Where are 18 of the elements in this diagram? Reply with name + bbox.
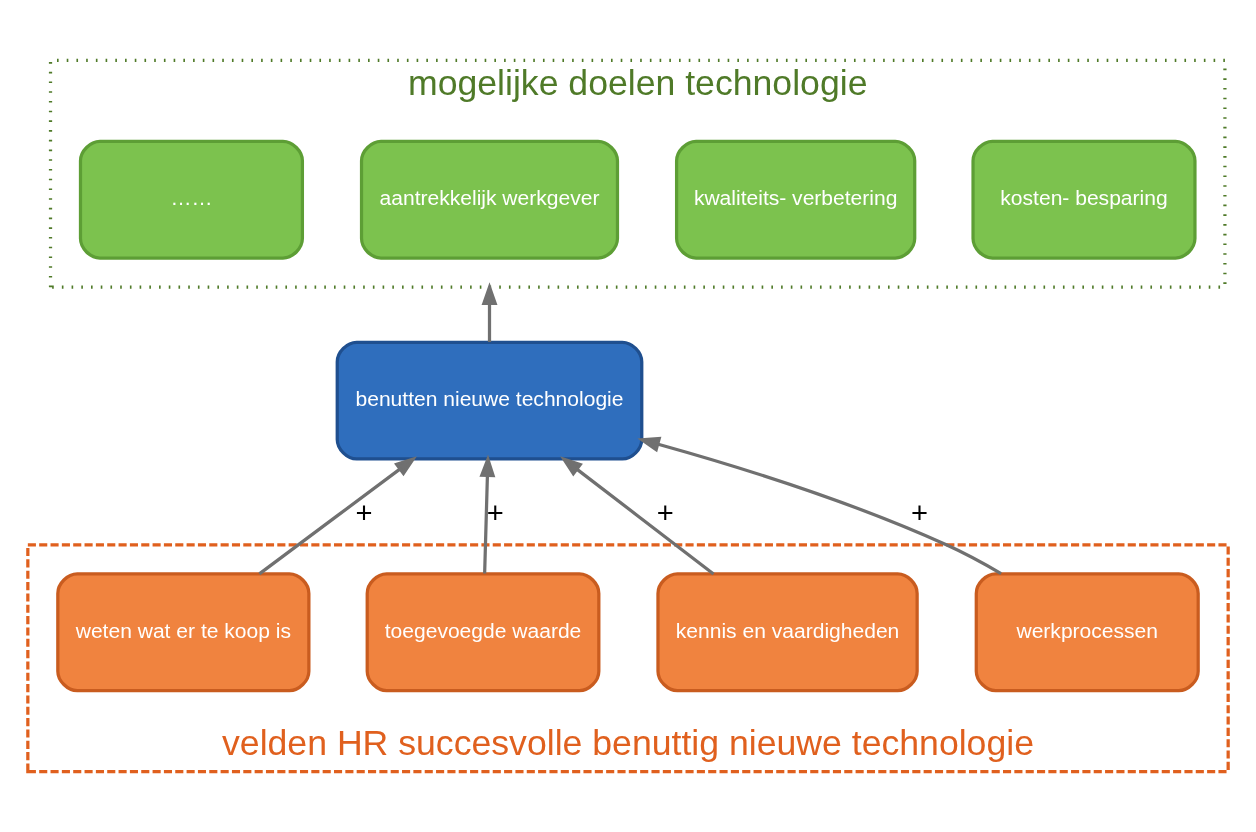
arrow [560,456,715,576]
edge-label: + [355,496,373,529]
node-box: benutten nieuwe technologie [335,340,644,461]
edge-label: + [911,496,929,529]
arrow [258,456,417,576]
arrow [479,454,496,574]
node-box: weten wat er te koop is [56,572,311,693]
node-box: kwaliteits- verbetering [675,139,917,260]
arrow [637,436,1002,575]
arrow [481,282,498,342]
node-box: kosten- besparing [971,139,1197,260]
node-box: …… [78,139,305,260]
node-box: aantrekkelijk werkgever [359,139,620,260]
node-box: werkprocessen [974,572,1200,693]
node-box: toegevoegde waarde [365,572,601,693]
node-box: kennis en vaardigheden [656,572,919,693]
edge-label: + [486,496,504,529]
edge-label: + [656,496,674,529]
